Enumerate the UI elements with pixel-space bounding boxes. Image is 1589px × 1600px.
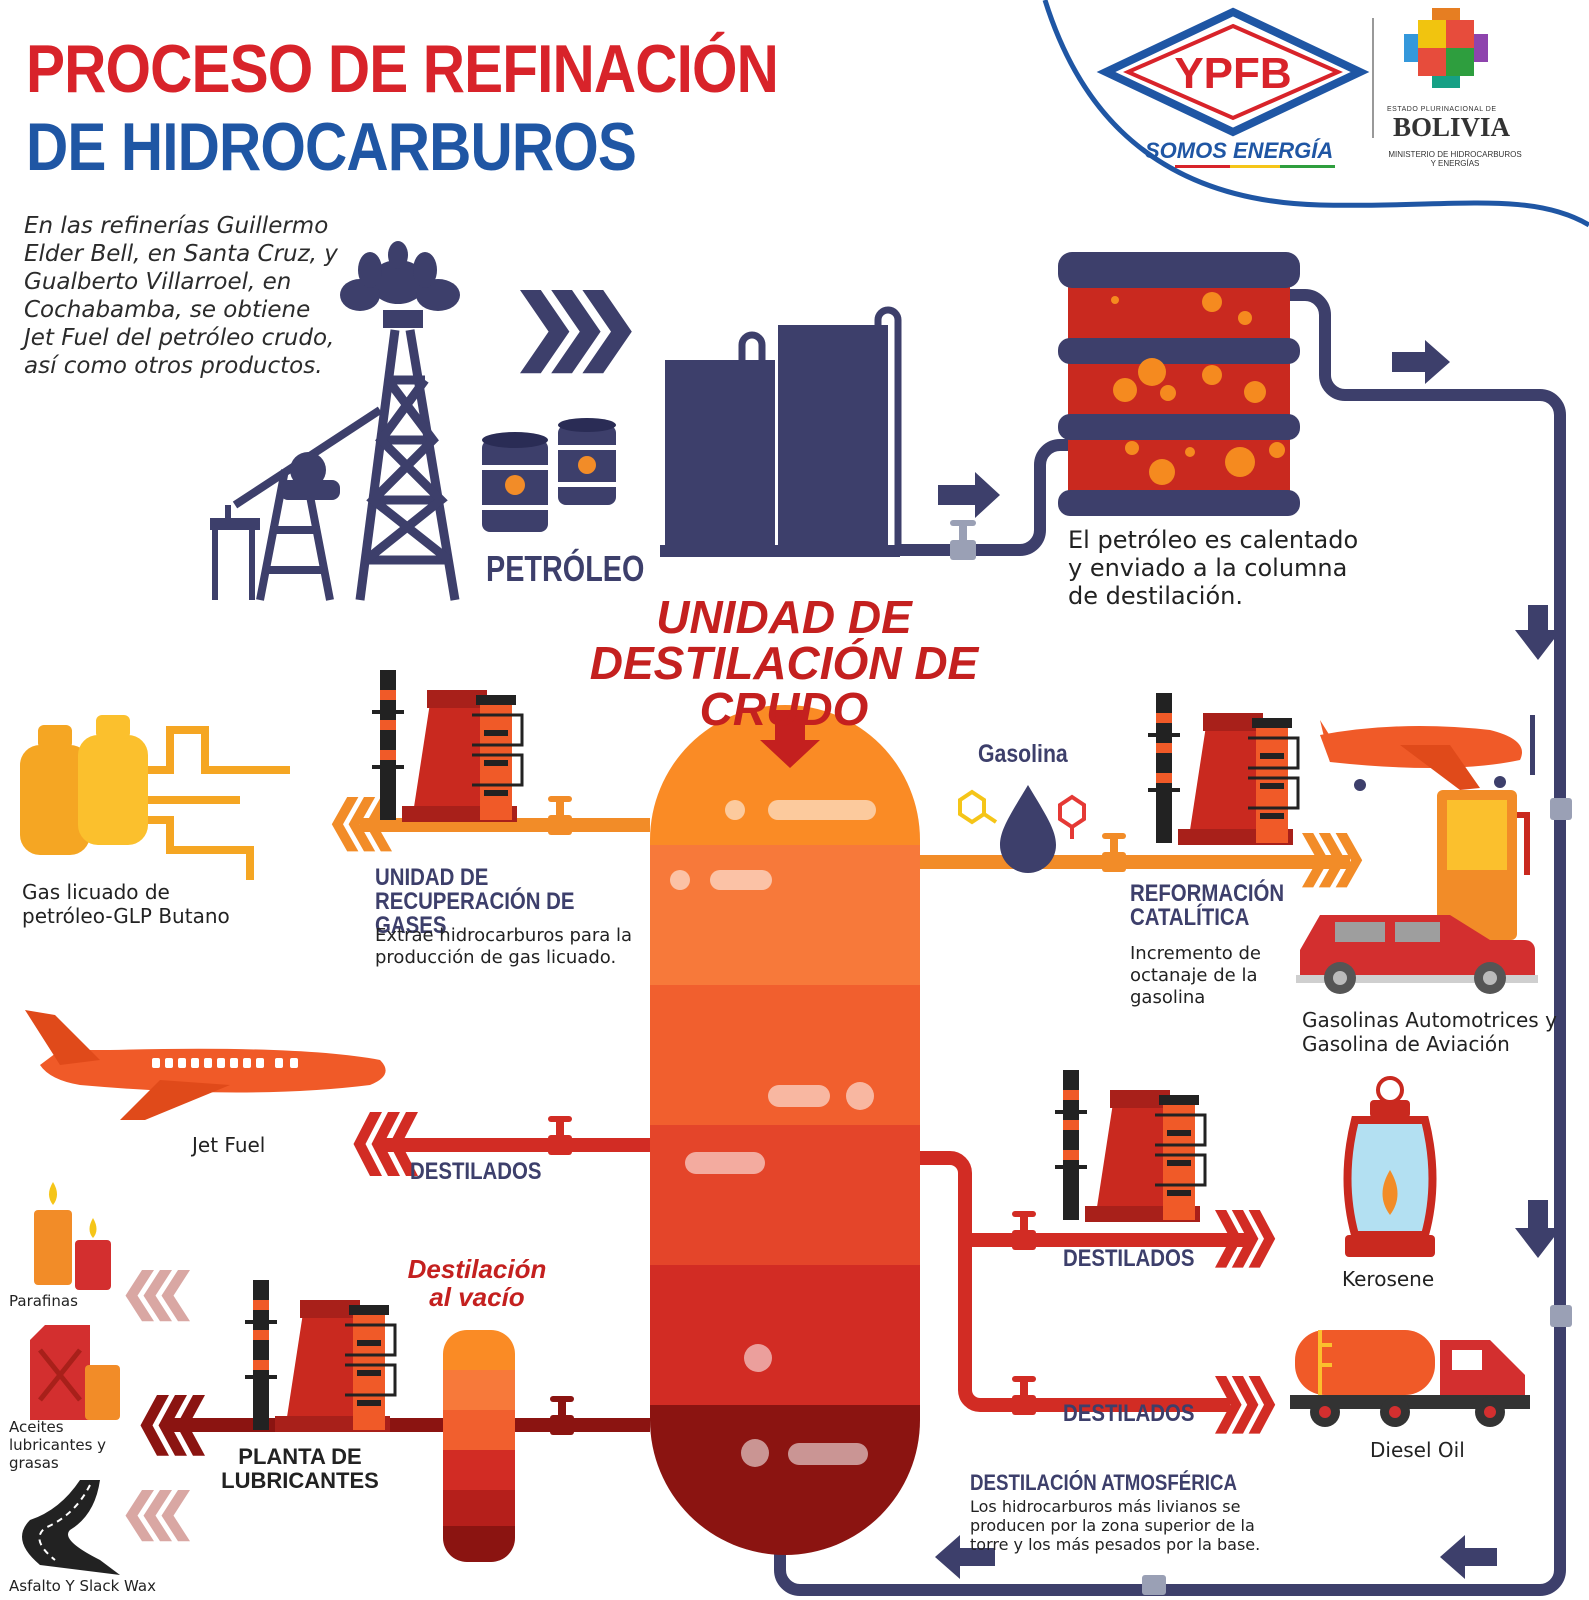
heating-text: El petróleo es calentado y enviado a la … [1068,526,1359,610]
gasoline-label: Gasolina [978,740,1068,768]
ypfb-wordmark: YPFB [1174,49,1291,98]
road-icon [22,1480,120,1575]
reforming-unit-icon [1146,691,1300,847]
diesel-label: Diesel Oil [1370,1438,1465,1462]
distillate-unit-icon [1053,1068,1207,1224]
jerrycan-icon [30,1325,120,1420]
pipe-valve-icon [950,520,1572,1595]
pipe-valve-icon [548,1116,1036,1415]
gas-recovery-title: UNIDAD DE RECUPERACIÓN DE GASES [375,864,575,939]
column-band [650,1125,920,1265]
gasoline-product-label: Gasolinas Automotrices y Gasolina de Avi… [1302,1008,1557,1056]
column-band [650,1265,920,1405]
oil-barrels-icon [482,418,616,532]
reforming-title: REFORMACIÓN CATALÍTICA [1130,880,1285,931]
oil-derrick-icon [210,241,460,601]
storage-tanks-icon [660,306,902,557]
petroleo-label: PETRÓLEO [486,548,645,589]
parafinas-label: Parafinas [9,1292,78,1310]
car-icon [1296,915,1538,994]
feed-pipe [774,289,1566,1596]
ministerio-label: MINISTERIO DE HIDROCARBUROS Y ENERGÍAS [1388,150,1522,168]
page-title-line1: PROCESO DE REFINACIÓN [26,31,779,107]
bolivia-emblem [1372,8,1488,138]
pipe-valve-icon [548,796,1126,872]
column-band [650,1405,920,1555]
feed-arrow-icon [760,710,820,768]
distillation-column [650,705,920,1555]
column-band [650,845,920,985]
pipe-valve-icon [550,1396,574,1435]
kerosene-label: Kerosene [1342,1267,1435,1291]
gas-recovery-description: Extrae hidrocarburos para la producción … [375,925,633,968]
reforming-description: Incremento de octanaje de la gasolina [1130,943,1262,1008]
estado-label: ESTADO PLURINACIONAL DE [1387,106,1497,113]
glp-product-label: Gas licuado de petróleo-GLP Butano [22,880,230,928]
lubricant-plant-icon [243,1278,397,1434]
atmospheric-title: DESTILACIÓN ATMOSFÉRICA [970,1470,1237,1495]
distillates-low-label: DESTILADOS [1063,1400,1195,1427]
column-title: UNIDAD DE DESTILACIÓN DE CRUDO [589,591,979,735]
vacuum-title: Destilación al vacío [407,1254,547,1312]
lubricants-label: Aceites lubricantes y grasas [9,1418,107,1472]
flow-arrow-icon [935,340,1561,1579]
heater-drum-icon [1058,252,1300,516]
ypfb-logo: YPFB [1096,7,1370,168]
bolivia-label: BOLIVIA [1393,112,1511,142]
candles-icon [34,1182,111,1290]
jet-airliner-icon [25,1010,386,1120]
gasoline-drop-icon [958,785,1086,873]
top-product-pipes [360,818,1350,869]
distillates-left-label: DESTILADOS [410,1158,542,1185]
flow-chevron-icon [520,290,632,374]
atmospheric-description: Los hidrocarburos más livianos se produc… [970,1497,1261,1554]
vacuum-column [443,1330,515,1562]
distillates-mid-label: DESTILADOS [1063,1245,1195,1272]
page-title-line2: DE HIDROCARBUROS [26,109,637,185]
small-aircraft-icon [1320,715,1535,791]
intro-text: En las refinerías Guillermo Elder Bell, … [24,213,338,379]
fuel-pump-icon [1437,790,1530,940]
jet-fuel-label: Jet Fuel [192,1133,266,1157]
gas-cylinders-icon [20,715,290,880]
asphalt-label: Asfalto Y Slack Wax [9,1577,156,1595]
lubricant-plant-label: PLANTA DE LUBRICANTES [221,1444,379,1493]
gas-recovery-unit-icon [370,668,524,824]
tanker-truck-icon [1290,1330,1530,1427]
kerosene-lantern-icon [1343,1076,1437,1257]
ypfb-tagline: SOMOS ENERGÍA [1145,138,1334,163]
